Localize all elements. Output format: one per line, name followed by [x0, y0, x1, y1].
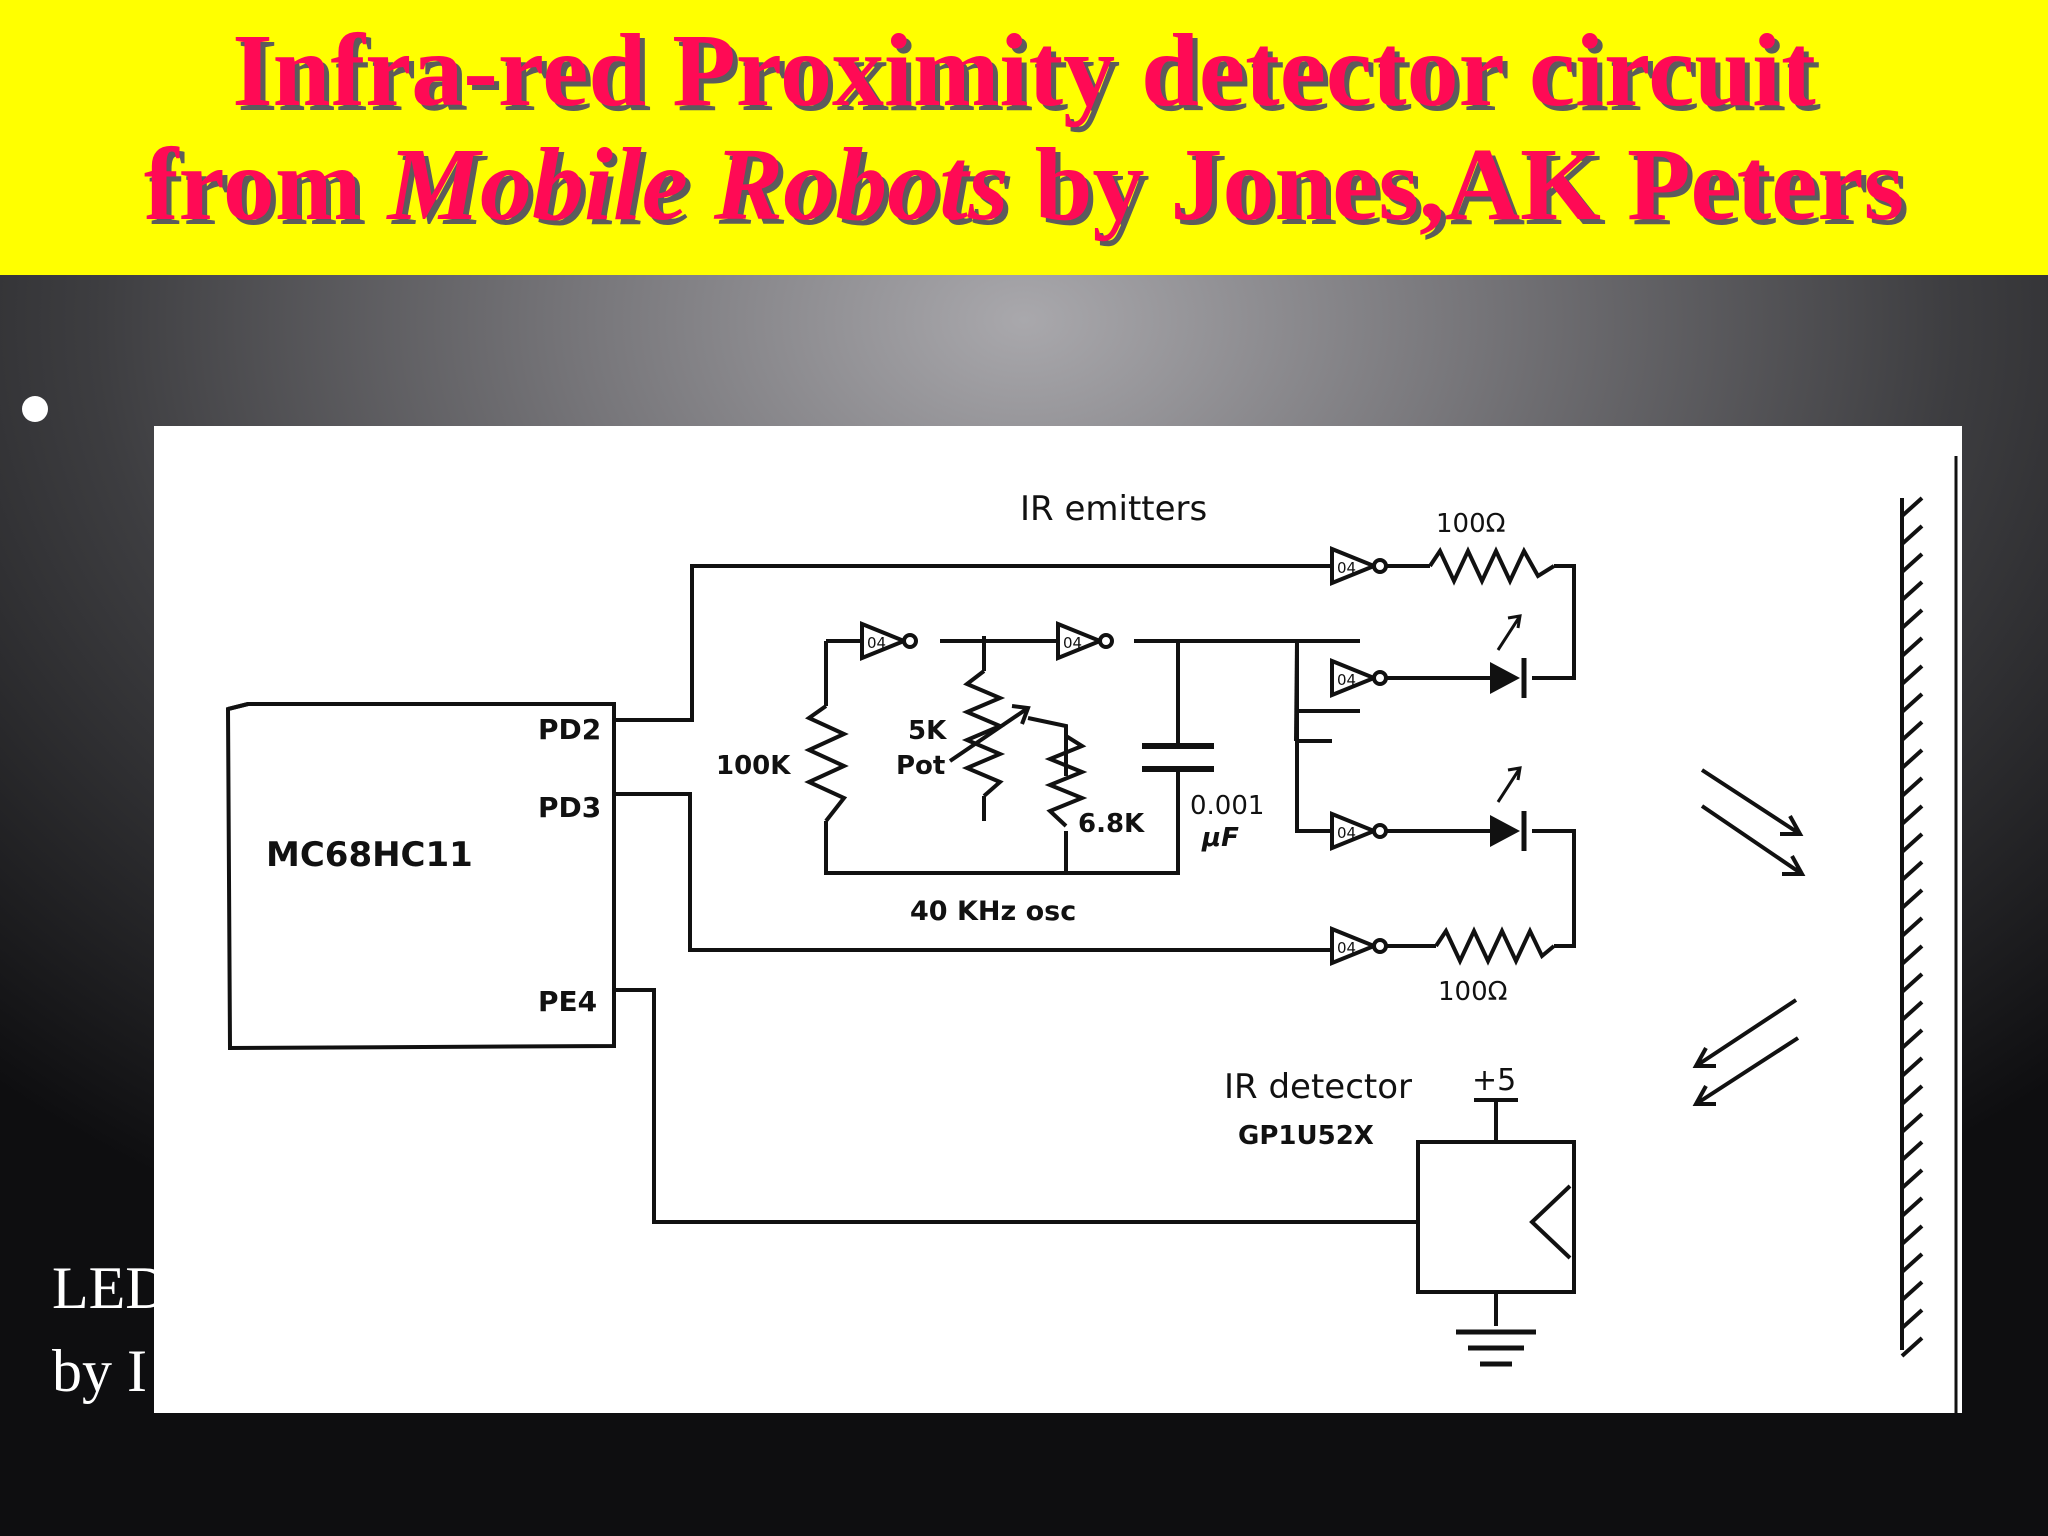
inverter-emitter-2	[1330, 659, 1388, 697]
wall-hatch	[1900, 1168, 1924, 1190]
pot-label-name: Pot	[896, 751, 945, 781]
wall-hatch	[1900, 1196, 1924, 1218]
potentiometer-5k	[961, 669, 1006, 798]
wall-hatch	[1900, 1028, 1924, 1050]
wall-hatch	[1900, 1056, 1924, 1078]
wall-hatch	[1900, 860, 1924, 882]
title-line-2-suffix: by Jones,AK Peters	[1008, 127, 1905, 242]
book-title: Mobile Robots	[387, 127, 1009, 242]
ground-symbol-icon	[1456, 1329, 1536, 1367]
wall-hatch	[1900, 888, 1924, 910]
wall-hatch	[1900, 1252, 1924, 1274]
title-line-1: Infra-red Proximity detector circuit	[232, 13, 1816, 128]
pot-label-value: 5K	[908, 716, 947, 746]
pin-pd2: PD2	[538, 713, 601, 746]
wall-hatch	[1900, 1000, 1924, 1022]
wall-hatch	[1900, 972, 1924, 994]
inverter-osc-2	[1056, 622, 1114, 660]
wall-hatch	[1900, 524, 1924, 546]
ir-emitters-label: IR emitters	[1020, 489, 1207, 529]
detector-part-label: GP1U52X	[1238, 1121, 1374, 1151]
wall-hatch	[1900, 1112, 1924, 1134]
capacitor	[1142, 743, 1214, 772]
wall-hatch	[1900, 1280, 1924, 1302]
emitted-beam-arrows-icon	[1700, 768, 1806, 876]
wires	[614, 564, 1576, 1326]
resistor-bottom-label: 100Ω	[1438, 977, 1508, 1007]
wall-hatch	[1900, 664, 1924, 686]
wall-hatch	[1900, 608, 1924, 630]
wall-hatch	[1900, 636, 1924, 658]
resistor-100k	[804, 704, 849, 823]
wall-hatch	[1900, 1224, 1924, 1246]
title-line-2: from Mobile Robots by Jones,AK Peters	[0, 128, 2048, 242]
circuit-schematic: 04 MC68HC11 PD2 PD3 PE4	[225, 456, 1958, 1413]
resistor-100k-label: 100K	[716, 751, 791, 781]
capacitor-value-label: 0.001	[1190, 791, 1264, 821]
wall-hatch	[1900, 496, 1924, 518]
title-line-2-prefix: from	[143, 127, 388, 242]
pot-wiper-arrow-icon	[948, 704, 1031, 763]
resistor-6k8	[1044, 734, 1088, 828]
caption-line-1: LED	[52, 1255, 169, 1321]
pin-pd3: PD3	[538, 791, 601, 824]
wall-hatch	[1900, 944, 1924, 966]
wall-hatch	[1900, 832, 1924, 854]
mcu-label: MC68HC11	[266, 835, 473, 875]
bullet-point-icon	[22, 396, 48, 422]
wall-hatch	[1900, 748, 1924, 770]
ir-led-2	[1490, 766, 1527, 851]
resistor-100-ohm-top	[1428, 546, 1556, 586]
wall-hatch	[1900, 804, 1924, 826]
reflected-beam-arrows-icon	[1692, 998, 1800, 1106]
wall-hatch	[1900, 1140, 1924, 1162]
reflecting-wall	[1900, 496, 1924, 1358]
wall-hatch	[1900, 692, 1924, 714]
title-banner: Infra-red Proximity detector circuit fro…	[0, 0, 2048, 275]
wall-hatch	[1900, 776, 1924, 798]
wall-hatch	[1900, 580, 1924, 602]
ir-detector-label: IR detector	[1224, 1067, 1412, 1107]
resistor-top-label: 100Ω	[1436, 509, 1506, 539]
oscillator-label: 40 KHz osc	[910, 896, 1076, 927]
supply-label: +5	[1472, 1063, 1516, 1098]
pin-pe4: PE4	[538, 985, 597, 1018]
inverter-emitter-1	[1330, 547, 1388, 585]
wall-hatch	[1900, 720, 1924, 742]
ir-detector-module	[1416, 1098, 1576, 1294]
microcontroller-block	[225, 702, 616, 1051]
inverter-osc-1	[860, 622, 918, 660]
wall-hatch	[1900, 1336, 1924, 1358]
ir-led-1	[1490, 614, 1527, 698]
wall-hatch	[1900, 916, 1924, 938]
inverter-emitter-3	[1330, 812, 1388, 850]
resistor-100-ohm-bottom	[1434, 926, 1556, 966]
wall-hatch	[1900, 1084, 1924, 1106]
capacitor-unit-label: μF	[1201, 823, 1239, 853]
inverter-emitter-4	[1330, 927, 1388, 965]
caption-line-2: by I	[52, 1338, 147, 1404]
wall-hatch	[1900, 1308, 1924, 1330]
schematic-panel: 04 MC68HC11 PD2 PD3 PE4	[154, 426, 1962, 1413]
resistor-6k8-label: 6.8K	[1078, 809, 1145, 839]
wall-hatch	[1900, 552, 1924, 574]
